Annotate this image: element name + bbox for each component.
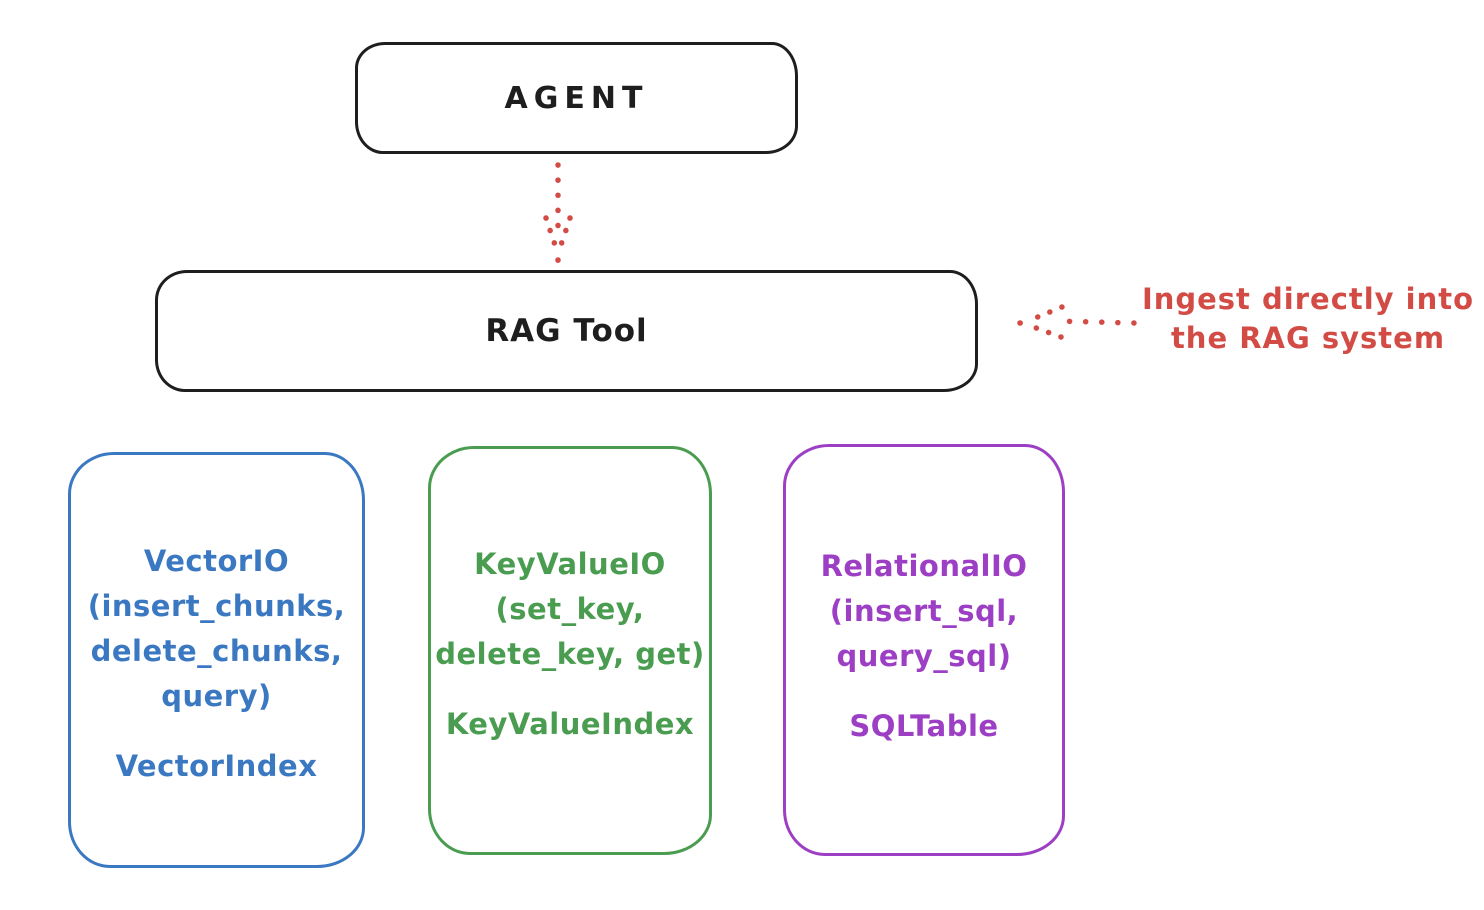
dotted-arrow-down-icon bbox=[540, 160, 576, 270]
relational-io-footer: SQLTable bbox=[849, 709, 999, 743]
agent-node: AGENT bbox=[355, 42, 798, 154]
agent-label: AGENT bbox=[504, 80, 649, 116]
vector-io-methods-line-3: query) bbox=[161, 679, 272, 713]
key-value-io-title: KeyValueIO bbox=[474, 547, 666, 581]
relational-io-title: RelationalIO bbox=[820, 549, 1028, 583]
key-value-io-methods-line-1: (set_key, bbox=[495, 592, 645, 626]
relational-io-node: RelationalIO (insert_sql, query_sql) SQL… bbox=[783, 444, 1065, 856]
annotation-text: Ingest directly into the RAG system bbox=[1138, 280, 1478, 358]
vector-io-footer: VectorIndex bbox=[115, 749, 318, 783]
vector-io-title: VectorIO bbox=[143, 544, 290, 578]
dotted-arrow-left-icon bbox=[1014, 300, 1140, 348]
vector-io-methods-line-2: delete_chunks, bbox=[90, 634, 343, 668]
annotation-line-1: Ingest directly into bbox=[1141, 282, 1475, 316]
rag-tool-label: RAG Tool bbox=[485, 313, 648, 349]
rag-tool-node: RAG Tool bbox=[155, 270, 978, 392]
key-value-io-methods-line-2: delete_key, get) bbox=[435, 637, 705, 671]
relational-io-methods-line-2: query_sql) bbox=[836, 639, 1012, 673]
annotation-line-2: the RAG system bbox=[1170, 321, 1446, 355]
key-value-io-footer: KeyValueIndex bbox=[445, 707, 695, 741]
vector-io-methods-line-1: (insert_chunks, bbox=[87, 589, 346, 623]
relational-io-methods-line-1: (insert_sql, bbox=[829, 594, 1019, 628]
key-value-io-node: KeyValueIO (set_key, delete_key, get) Ke… bbox=[428, 446, 712, 855]
vector-io-node: VectorIO (insert_chunks, delete_chunks, … bbox=[68, 452, 365, 868]
